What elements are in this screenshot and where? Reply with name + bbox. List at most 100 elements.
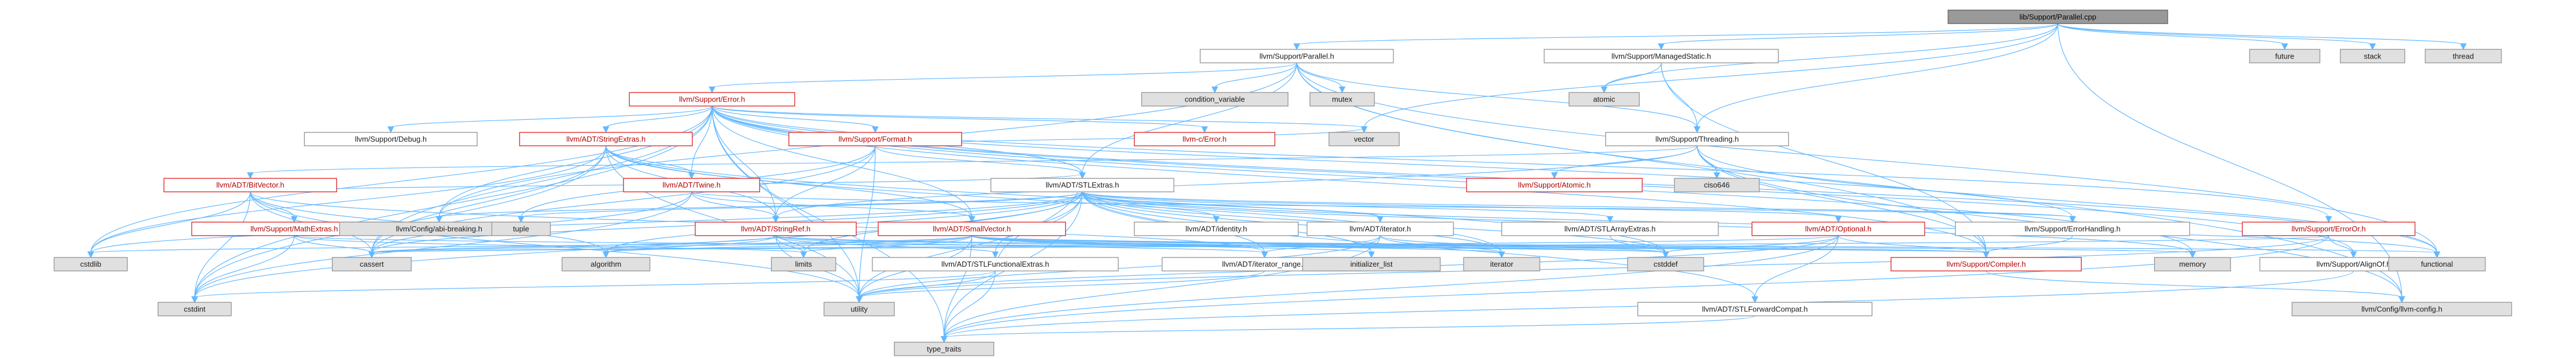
node-format[interactable]: llvm/Support/Format.h [788, 132, 962, 147]
edge-arrowhead [1339, 86, 1346, 93]
node-box [163, 178, 338, 193]
node-cstdlib: cstdlib [53, 257, 128, 272]
node-label: lib/Support/Parallel.cpp [2020, 13, 2097, 21]
node-debug[interactable]: llvm/Support/Debug.h [304, 132, 478, 147]
node-label: llvm/Support/Format.h [839, 135, 912, 143]
edge-par_h-to-condvar [1211, 63, 1297, 93]
edge-line [711, 106, 2073, 218]
edge-optional-to-typetraits [940, 235, 1839, 343]
node-box [2154, 257, 2232, 272]
node-cerror[interactable]: llvm-c/Error.h [1134, 132, 1276, 147]
node-bitvector[interactable]: llvm/ADT/BitVector.h [163, 178, 338, 193]
edge-line [371, 235, 973, 253]
node-stringref[interactable]: llvm/ADT/StringRef.h [695, 221, 857, 236]
edge-line [943, 235, 973, 338]
node-box [695, 221, 857, 236]
edge-smallvector-to-memory [971, 235, 2196, 259]
node-box [823, 302, 895, 317]
node-label: llvm/ADT/iterator_range.h [1222, 260, 1307, 268]
node-box [561, 257, 650, 272]
edge-optional-to-cstddef [1662, 235, 1839, 259]
edge-line [971, 235, 1372, 253]
edge-error-to-errhandling [711, 106, 2076, 223]
node-label: cstdint [184, 305, 206, 313]
node-label: llvm/Support/AlignOf.h [2317, 260, 2391, 268]
edge-line [971, 235, 2438, 253]
node-stlarray[interactable]: llvm/ADT/STLArrayExtras.h [1501, 221, 1719, 236]
edge-par_h-to-stlextras [1079, 63, 1297, 180]
node-label: utility [851, 305, 868, 313]
node-par_h[interactable]: llvm/Support/Parallel.h [1199, 49, 1394, 64]
node-label: cstdlib [80, 260, 102, 268]
node-identity[interactable]: llvm/ADT/identity.h [1134, 221, 1299, 236]
node-label: llvm/ADT/identity.h [1186, 225, 1247, 233]
node-optional[interactable]: llvm/ADT/Optional.h [1751, 221, 1926, 236]
edge-line [1082, 191, 1610, 218]
edge-arrowhead [1211, 86, 1218, 93]
edge-mstatic-to-threading [1661, 63, 1700, 133]
node-label: llvm/ADT/STLArrayExtras.h [1564, 225, 1656, 233]
node-stlextras[interactable]: llvm/ADT/STLExtras.h [990, 178, 1175, 193]
edge-line [2057, 24, 2403, 298]
edge-line [194, 270, 996, 298]
edge-root-to-threading [1694, 24, 2059, 133]
edge-line [90, 192, 251, 253]
edge-twine-to-errhandling [691, 191, 2076, 223]
edge-arrowhead [2459, 43, 2467, 50]
node-label: limits [795, 260, 812, 268]
edge-line [371, 146, 607, 253]
edge-line [775, 235, 1666, 253]
node-mstatic[interactable]: llvm/Support/ManagedStatic.h [1543, 49, 1779, 64]
edge-line [1214, 63, 1297, 88]
node-box [1141, 92, 1289, 107]
edge-arrowhead [2433, 251, 2441, 259]
node-box [304, 132, 478, 147]
edge-line [250, 192, 860, 298]
edge-iterator-to-typetraits [940, 235, 1381, 343]
edge-twine-to-smallvector [691, 191, 975, 223]
edge-line [194, 192, 251, 298]
node-box [519, 132, 693, 147]
node-box [491, 221, 551, 236]
edge-line [711, 106, 2329, 218]
node-stlfwd[interactable]: llvm/ADT/STLForwardCompat.h [1637, 302, 1873, 317]
node-error[interactable]: llvm/Support/Error.h [629, 92, 796, 107]
edge-line [2057, 23, 2464, 45]
edge-arrowhead [969, 216, 975, 223]
edge-line [371, 235, 2329, 253]
node-errhandling[interactable]: llvm/Support/ErrorHandling.h [1955, 221, 2190, 236]
edge-line [1985, 235, 2073, 253]
node-algorithm: algorithm [561, 257, 650, 272]
node-satomic[interactable]: llvm/Support/Atomic.h [1466, 178, 1643, 193]
edge-line [605, 235, 973, 253]
node-label: initializer_list [1350, 260, 1393, 268]
node-label: llvm/Support/Parallel.h [1260, 52, 1334, 60]
edge-line [605, 146, 973, 218]
node-box [332, 257, 412, 272]
edge-line [90, 192, 1083, 253]
edge-par_h-to-mutex [1296, 63, 1346, 93]
node-label: cassert [360, 260, 384, 268]
node-cassert: cassert [332, 257, 412, 272]
node-erroror[interactable]: llvm/Support/ErrorOr.h [2242, 221, 2416, 236]
node-thread: thread [2424, 49, 2502, 64]
edge-line [711, 106, 973, 218]
edge-line [803, 235, 973, 253]
node-strextras[interactable]: llvm/ADT/StringExtras.h [519, 132, 693, 147]
node-iterator[interactable]: llvm/ADT/iterator.h [1306, 221, 1454, 236]
node-stlfunc[interactable]: llvm/ADT/STLFunctionalExtras.h [871, 257, 1119, 272]
node-root[interactable]: lib/Support/Parallel.cpp [1947, 9, 2168, 24]
node-threading[interactable]: llvm/Support/Threading.h [1605, 132, 1789, 147]
node-label: type_traits [927, 345, 961, 353]
node-compiler[interactable]: llvm/Support/Compiler.h [1891, 257, 2082, 272]
edge-line [439, 106, 712, 218]
edge-arrowhead [1293, 43, 1300, 50]
edge-arrowhead [855, 296, 863, 303]
node-twine[interactable]: llvm/ADT/Twine.h [623, 178, 760, 193]
node-vector: vector [1328, 132, 1400, 147]
node-label: llvm/Support/ErrorHandling.h [2025, 225, 2121, 233]
node-smallvector[interactable]: llvm/ADT/SmallVector.h [877, 221, 1066, 236]
node-box [877, 221, 1066, 236]
edge-arrowhead [1662, 251, 1669, 259]
node-box [2424, 49, 2502, 64]
